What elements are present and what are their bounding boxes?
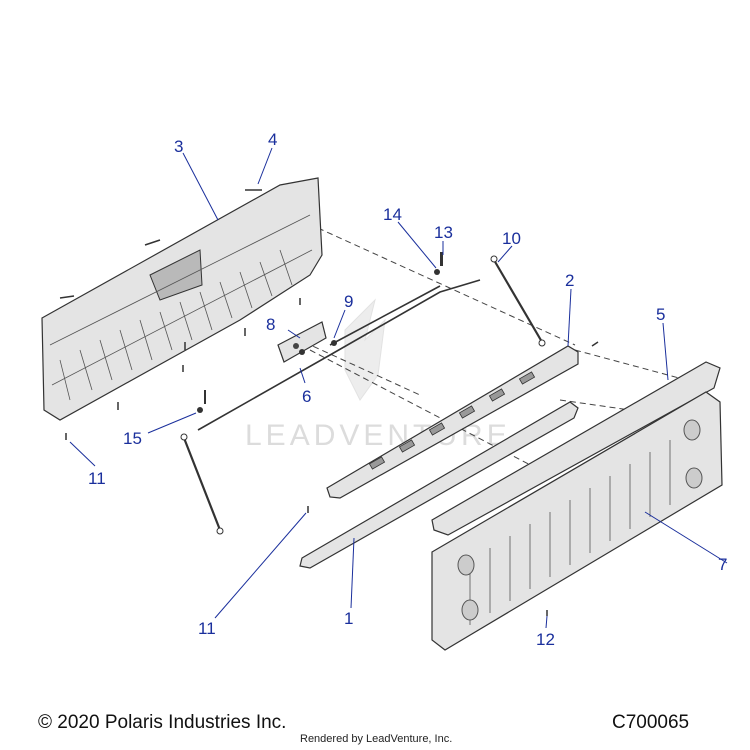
callout-15: 15 bbox=[123, 429, 142, 448]
support-cables bbox=[180, 255, 546, 535]
callout-9: 9 bbox=[344, 292, 353, 311]
rendered-by-text: Rendered by LeadVenture, Inc. bbox=[300, 733, 453, 745]
small-hardware bbox=[197, 252, 443, 413]
callout-5: 5 bbox=[656, 305, 665, 324]
tube-rail bbox=[299, 401, 579, 569]
leader-lines bbox=[69, 147, 728, 629]
callout-4: 4 bbox=[268, 130, 277, 149]
callout-labels: 3 4 14 13 10 2 5 8 9 6 15 11 7 1 11 12 bbox=[88, 130, 727, 649]
outer-tailgate-panel bbox=[431, 391, 723, 651]
inner-tailgate-panel bbox=[41, 177, 323, 421]
callout-12: 12 bbox=[536, 630, 555, 649]
callout-13: 13 bbox=[434, 223, 453, 242]
callout-14: 14 bbox=[383, 205, 402, 224]
latch-rods bbox=[197, 279, 481, 431]
callout-7: 7 bbox=[718, 555, 727, 574]
copyright-text: © 2020 Polaris Industries Inc. bbox=[38, 712, 287, 733]
latch-handle bbox=[277, 321, 337, 363]
callout-11-bottom: 11 bbox=[198, 619, 216, 638]
callout-6: 6 bbox=[302, 387, 311, 406]
callout-3: 3 bbox=[174, 137, 183, 156]
top-cap bbox=[431, 361, 721, 536]
callout-2: 2 bbox=[565, 271, 574, 290]
callout-8: 8 bbox=[266, 315, 275, 334]
diagram-code: C700065 bbox=[612, 712, 690, 733]
callout-1: 1 bbox=[344, 609, 353, 628]
callout-10: 10 bbox=[502, 229, 521, 248]
watermark-logo bbox=[344, 298, 386, 401]
callout-11-left: 11 bbox=[88, 469, 106, 488]
